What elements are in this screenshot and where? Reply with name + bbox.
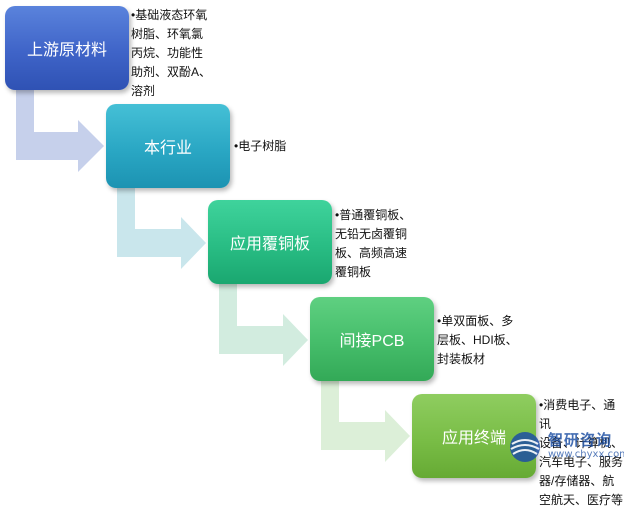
step-label: 应用终端	[441, 430, 506, 447]
step-this-industry: 本行业	[106, 104, 230, 188]
step-label: 间接PCB	[339, 333, 405, 350]
step-note-upstream: •基础液态环氧 树脂、环氧氯 丙烷、功能性 助剂、双酚A、 溶剂	[131, 8, 212, 98]
step-ccl-application: 应用覆铜板	[208, 200, 332, 284]
step-label: 本行业	[143, 140, 192, 157]
step-label: 上游原材料	[26, 42, 107, 59]
flow-arrow-2	[117, 188, 206, 269]
step-note-industry: •电子树脂	[234, 139, 287, 153]
flow-arrow-3	[219, 284, 308, 366]
step-note-pcb: •单双面板、多 层板、HDI板、 封装板材	[437, 314, 518, 366]
step-upstream-materials: 上游原材料	[5, 6, 129, 90]
watermark-logo: 智研咨询 www.chyxx.com	[508, 427, 624, 467]
watermark-url: www.chyxx.com	[548, 449, 624, 460]
step-note-ccl: •普通覆铜板、 无铅无卤覆铜 板、高频高速 覆铜板	[335, 208, 412, 279]
step-label: 应用覆铜板	[229, 236, 310, 253]
watermark-name: 智研咨询	[548, 431, 613, 449]
step-indirect-pcb: 间接PCB	[310, 297, 434, 381]
flow-arrow-1	[16, 90, 104, 172]
flow-arrow-4	[321, 381, 410, 462]
globe-icon	[510, 432, 540, 462]
flow-arrows	[16, 90, 410, 462]
